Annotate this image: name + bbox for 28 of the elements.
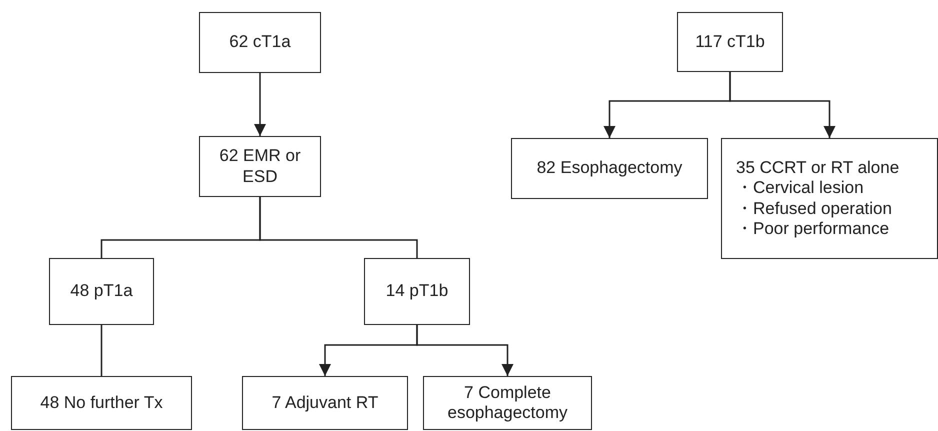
box-label: 35 CCRT or RT alone — [736, 158, 900, 178]
box-label: 7 Complete esophagectomy — [446, 382, 569, 424]
process-box — [199, 136, 321, 197]
arrow — [416, 325, 514, 376]
process-box — [49, 258, 154, 325]
box-label: 48 No further Tx — [40, 392, 163, 414]
box-label: ・Poor performance — [736, 218, 890, 240]
process-box — [199, 12, 321, 73]
box-label: 62 EMR or ESD — [218, 146, 302, 187]
process-box — [364, 258, 470, 325]
connector-line — [259, 197, 418, 258]
arrow — [254, 73, 266, 136]
connector-line — [100, 325, 102, 376]
arrow — [729, 72, 836, 138]
process-box — [721, 138, 938, 259]
process-box — [511, 138, 708, 199]
process-box — [677, 12, 783, 72]
process-box — [11, 376, 192, 430]
box-label: ・Cervical lesion — [736, 178, 864, 198]
box-label: ・Refused operation — [736, 198, 892, 219]
process-box — [423, 376, 592, 430]
box-label: 82 Esophagectomy — [536, 158, 682, 179]
box-label: 48 pT1a — [70, 281, 133, 302]
box-label: 7 Adjuvant RT — [272, 392, 378, 414]
box-label: 117 cT1b — [695, 32, 765, 52]
process-box — [242, 376, 408, 430]
box-label: 14 pT1b — [386, 281, 448, 302]
box-label: 62 cT1a — [229, 32, 291, 53]
